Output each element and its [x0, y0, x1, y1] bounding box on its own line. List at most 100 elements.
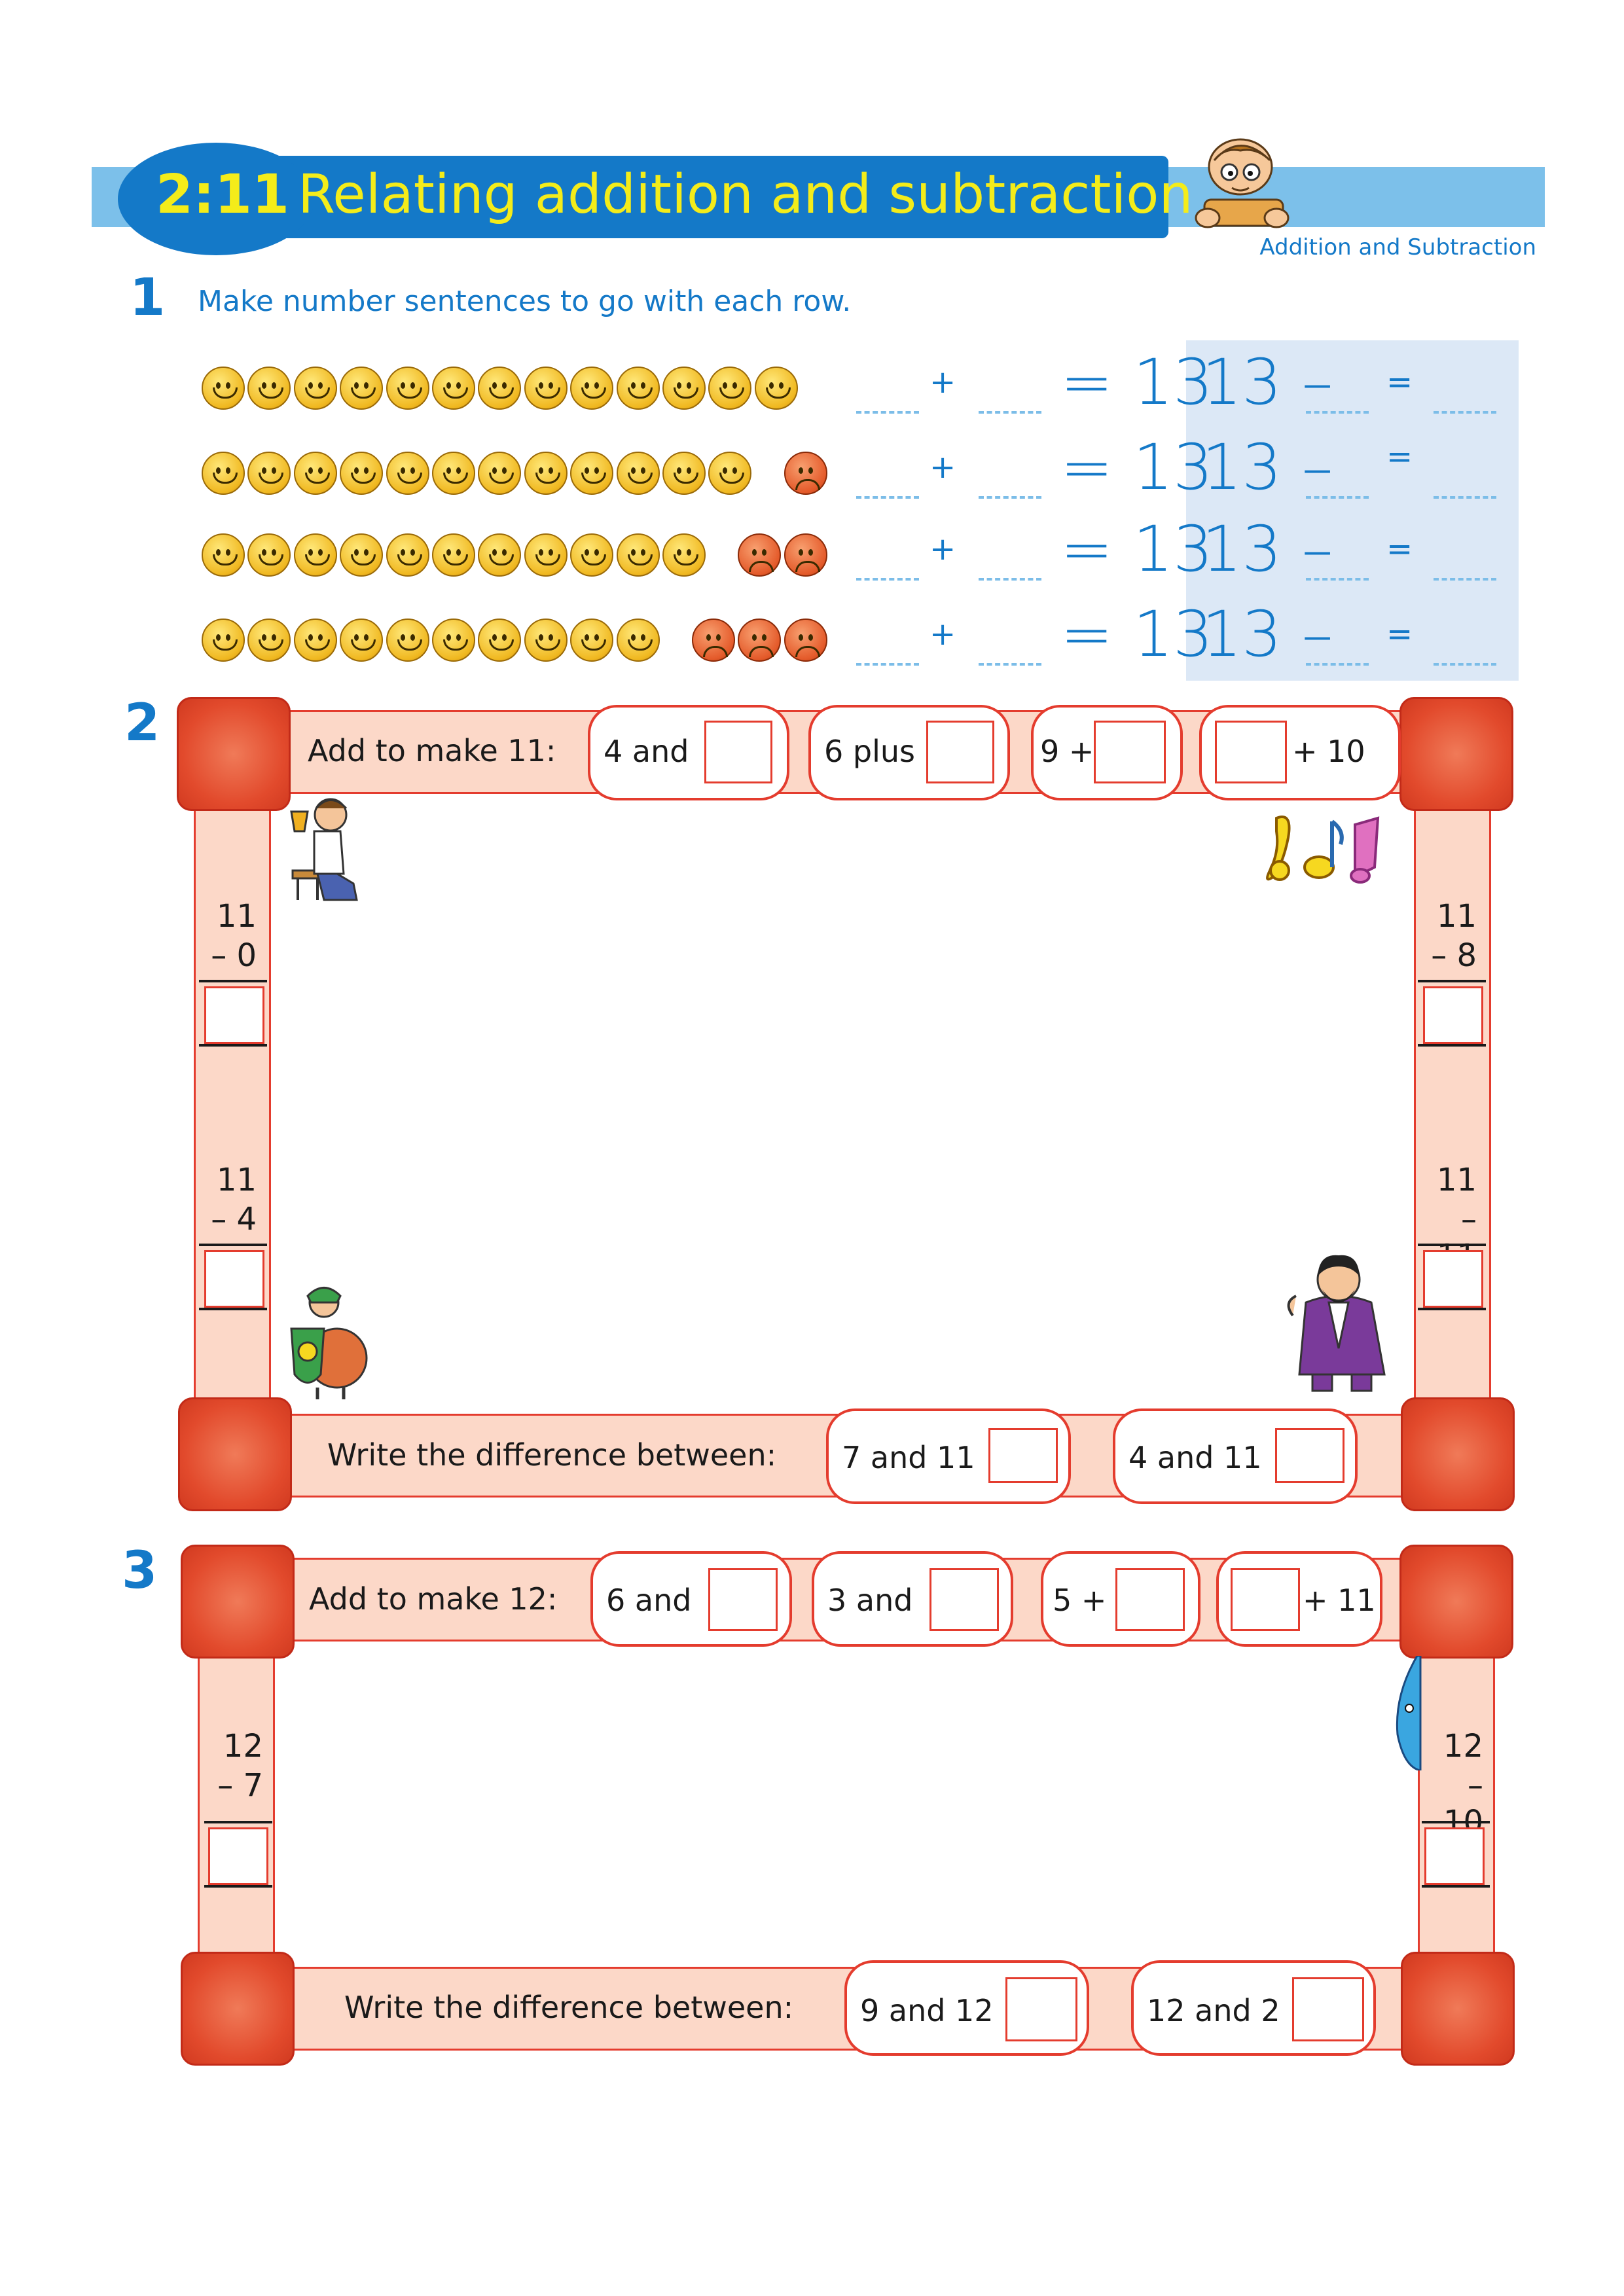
happy-face-icon [432, 619, 475, 662]
difference-blank[interactable] [1434, 578, 1496, 581]
page-title: Relating addition and subtraction [298, 164, 1193, 226]
music-notes-icon [1266, 816, 1380, 884]
q2-right-1-bottom: – 8 [1431, 937, 1477, 974]
q2-answer-box-3[interactable] [1094, 721, 1166, 783]
happy-face-icon [293, 619, 337, 662]
q3-left-1-answer-box[interactable] [208, 1827, 268, 1885]
q3-top-pill-3: 5 + [1041, 1551, 1200, 1647]
q2-top-pill-1-text: 4 and [604, 734, 689, 769]
q3-left-1-top: 12 [223, 1728, 263, 1765]
sad-face-icon [738, 619, 782, 662]
q2-left-1-answer-box[interactable] [204, 986, 264, 1044]
q3-top-pill-2-text: 3 and [827, 1583, 913, 1618]
q2-bottom-pill-2-text: 4 and 11 [1128, 1440, 1262, 1475]
happy-face-icon [386, 367, 429, 410]
q2-corner-top-left [177, 697, 291, 811]
q2-right-1-answer-box[interactable] [1423, 986, 1483, 1044]
happy-face-icon [247, 367, 291, 410]
q2-left-rail [194, 798, 271, 1414]
happy-face-icon [432, 533, 475, 577]
happy-face-icon [247, 619, 291, 662]
q2-bottom-pill-2: 4 and 11 [1113, 1408, 1358, 1504]
q2-corner-bottom-left [178, 1397, 292, 1511]
addend-blank-2[interactable] [979, 663, 1041, 666]
q3-bottom-answer-box-2[interactable] [1292, 1977, 1364, 2041]
subtrahend-blank[interactable] [1306, 496, 1369, 499]
difference-blank[interactable] [1434, 496, 1496, 499]
q3-corner-top-right [1399, 1545, 1513, 1659]
difference-blank[interactable] [1434, 411, 1496, 414]
happy-face-icon [340, 367, 384, 410]
q2-bottom-answer-box-2[interactable] [1275, 1428, 1344, 1483]
plus-sign: + [929, 531, 956, 567]
difference-blank[interactable] [1434, 663, 1496, 666]
addend-blank-1[interactable] [856, 663, 919, 666]
addend-blank-2[interactable] [979, 578, 1041, 581]
q2-left-1-top: 11 [216, 898, 257, 935]
sad-face-icon [784, 533, 827, 577]
equals-thirteen: = 13 [1060, 431, 1214, 504]
happy-face-icon [340, 452, 384, 495]
q2-answer-box-4[interactable] [1215, 721, 1287, 783]
subtrahend-blank[interactable] [1306, 663, 1369, 666]
q3-right-1-answer-box[interactable] [1424, 1827, 1485, 1885]
thirteen-minus: 13 – [1202, 512, 1333, 586]
q3-answer-box-3[interactable] [1115, 1568, 1185, 1631]
q3-right-rail [1418, 1646, 1495, 1961]
sad-face-icon [691, 619, 735, 662]
q2-right-2-answer-box[interactable] [1423, 1250, 1483, 1308]
q2-bottom-answer-box-1[interactable] [988, 1428, 1058, 1483]
q2-right-2-top: 11 [1436, 1162, 1477, 1198]
q2-bottom-label: Write the difference between: [327, 1437, 777, 1473]
q2-top-pill-2-text: 6 plus [824, 734, 915, 769]
boy-mascot-icon [1195, 138, 1290, 228]
q3-answer-box-2[interactable] [929, 1568, 999, 1631]
q3-answer-box-1[interactable] [708, 1568, 778, 1631]
happy-face-icon [754, 367, 798, 410]
happy-face-icon [340, 619, 384, 662]
q3-left-rail [198, 1646, 275, 1961]
subtrahend-blank[interactable] [1306, 411, 1369, 414]
q3-answer-box-4[interactable] [1231, 1568, 1300, 1631]
q2-left-2-line [199, 1244, 267, 1246]
happy-face-icon [616, 619, 660, 662]
opera-singer-icon [1287, 1255, 1386, 1392]
subtrahend-blank[interactable] [1306, 578, 1369, 581]
q3-top-pill-3-text: 5 + [1053, 1583, 1107, 1618]
happy-face-icon [662, 452, 706, 495]
q2-left-2-answer-box[interactable] [204, 1250, 264, 1308]
q3-right-1-line-bottom [1422, 1885, 1490, 1888]
addend-blank-2[interactable] [979, 496, 1041, 499]
happy-face-icon [386, 533, 429, 577]
question-2-number: 2 [124, 694, 160, 753]
happy-face-icon [524, 367, 568, 410]
q3-top-pill-4-text: + 11 [1303, 1583, 1376, 1618]
happy-face-icon [202, 367, 245, 410]
q3-right-1-top: 12 [1443, 1728, 1483, 1765]
q2-right-2-line-bottom [1418, 1308, 1486, 1310]
happy-face-icon [478, 367, 522, 410]
q2-top-pill-3-text: 9 + [1040, 734, 1094, 769]
q3-top-pill-4: + 11 [1216, 1551, 1382, 1647]
lesson-number: 2:11 [156, 164, 289, 226]
lesson-oval [118, 143, 314, 255]
addend-blank-1[interactable] [856, 496, 919, 499]
happy-face-icon [708, 452, 752, 495]
q3-bottom-answer-box-1[interactable] [1005, 1977, 1077, 2041]
addend-blank-2[interactable] [979, 411, 1041, 414]
q2-answer-box-2[interactable] [926, 721, 994, 783]
q3-left-1-line-bottom [204, 1885, 272, 1888]
q2-right-1-line-bottom [1418, 1044, 1486, 1047]
sad-face-icon [784, 452, 827, 495]
addend-blank-1[interactable] [856, 578, 919, 581]
blue-character-icon [1396, 1656, 1422, 1770]
happy-face-icon [570, 452, 614, 495]
q2-bottom-pill-1-text: 7 and 11 [842, 1440, 975, 1475]
q3-corner-bottom-right [1401, 1952, 1515, 2066]
q2-right-rail [1414, 798, 1491, 1414]
q2-corner-bottom-right [1401, 1397, 1515, 1511]
addend-blank-1[interactable] [856, 411, 919, 414]
q2-right-1-top: 11 [1436, 898, 1477, 935]
q2-answer-box-1[interactable] [704, 721, 772, 783]
q3-top-pill-1-text: 6 and [606, 1583, 692, 1618]
